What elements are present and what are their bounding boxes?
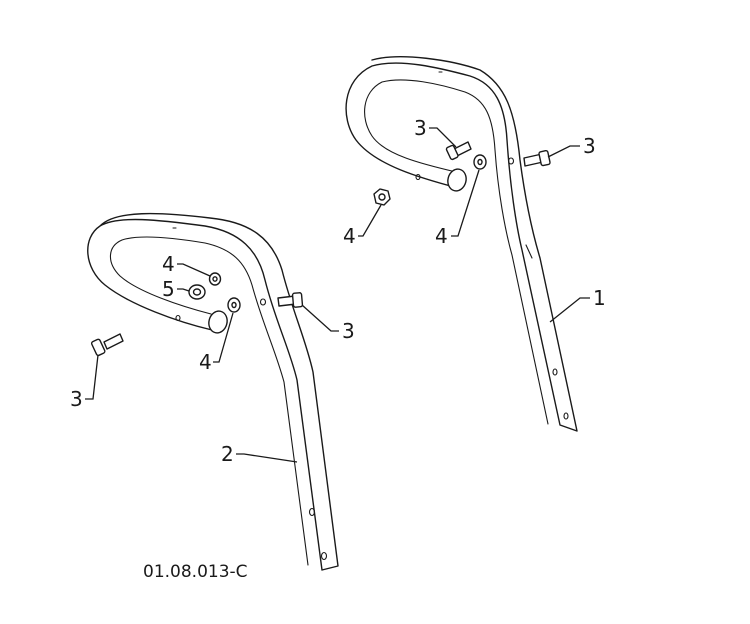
nut-icon [373,188,391,206]
callout-3-bolt-left-inner: 3 [342,319,355,343]
handle-part-2 [87,212,339,571]
callout-5-spacer: 5 [162,277,175,301]
callout-1: 1 [593,286,606,310]
handle-part-1 [345,56,578,432]
washer-icon [227,297,241,313]
callout-3-bolt-right-top: 3 [583,134,596,158]
washer-icon [473,154,487,170]
spacer-icon [188,284,206,300]
callout-2: 2 [221,442,234,466]
bolt-icon [523,149,551,167]
bolt-icon [90,333,124,357]
callout-4-nut-right: 4 [343,224,356,248]
callout-4-washer-left-inner: 4 [199,350,212,374]
bolt-icon [277,292,304,308]
callout-3-bolt-right-inner: 3 [414,116,427,140]
callout-4-washer-right: 4 [435,224,448,248]
leader-lines [85,127,590,463]
callout-4-washer-left-top: 4 [162,252,175,276]
washer-icon [208,272,222,286]
bolt-icon [445,141,472,161]
callout-3-bolt-left-outer: 3 [70,387,83,411]
drawing-code: 01.08.013-C [143,562,248,582]
